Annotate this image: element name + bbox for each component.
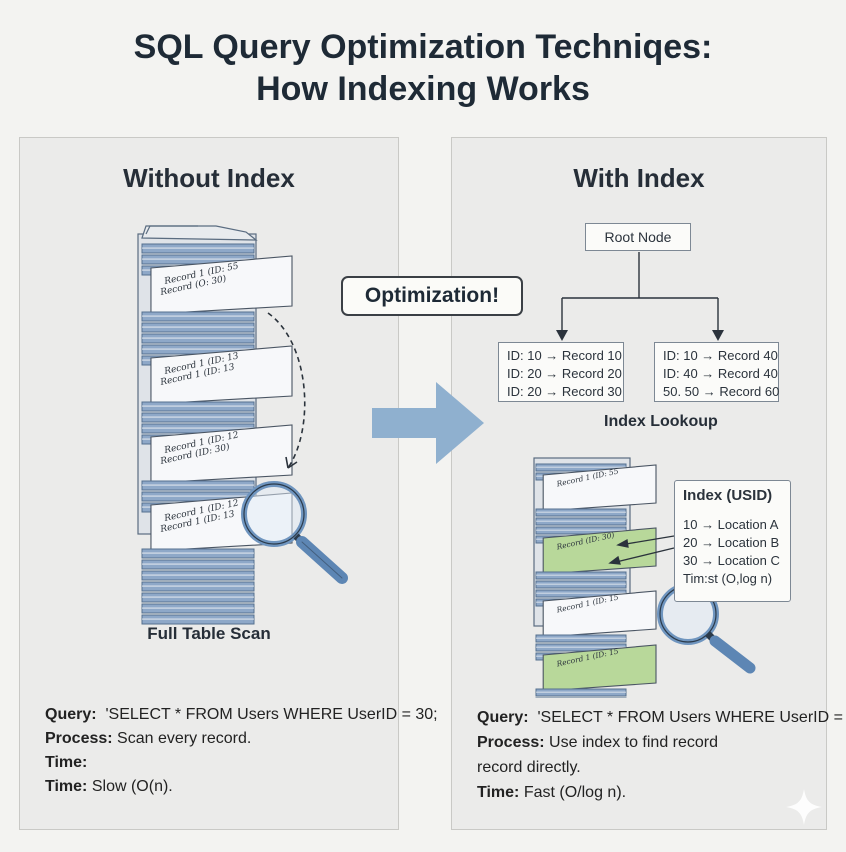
leaf-right-entry: ID: 40 → Record 40 bbox=[663, 366, 778, 381]
index-card-title: Index (USID) bbox=[683, 487, 773, 504]
folder-sheet bbox=[141, 480, 255, 491]
right-query-text: 'SELECT * FROM Users WHERE UserID = 30; bbox=[537, 709, 846, 726]
right-query-label: Query: bbox=[477, 709, 529, 726]
left-time-text: Slow (O(n). bbox=[91, 778, 173, 795]
page-title: SQL Query Optimization Techniqes: How In… bbox=[0, 26, 846, 110]
left-query-label: Query: bbox=[45, 706, 97, 723]
left-time-label-1: Time: bbox=[45, 754, 88, 771]
left-time-label-2: Time: bbox=[45, 778, 88, 795]
folder-sheet bbox=[141, 311, 255, 322]
leaf-right-entry: ID: 10 → Record 40 bbox=[663, 348, 778, 363]
with-index-heading: With Index bbox=[573, 163, 705, 193]
left-query-block: Query: 'SELECT * FROM Users WHERE UserID… bbox=[45, 703, 438, 799]
leaf-node-right: ID: 10 → Record 40 ID: 40 → Record 40 50… bbox=[654, 342, 779, 402]
title-line-2: How Indexing Works bbox=[256, 70, 590, 108]
title-line-1: SQL Query Optimization Techniqes: bbox=[133, 28, 713, 66]
folder-sheet bbox=[141, 333, 255, 344]
index-card-row: 20 → Location B bbox=[683, 535, 780, 550]
left-magnifier-icon bbox=[241, 481, 348, 584]
left-process-text: Scan every record. bbox=[117, 730, 252, 747]
leaf-left-entry: ID: 20 → Record 20 bbox=[507, 366, 622, 381]
index-card-row: 30 → Location C bbox=[683, 553, 780, 568]
folder-sheet bbox=[141, 548, 255, 559]
optimization-callout: Optimization! bbox=[341, 276, 523, 316]
folder-sheet bbox=[535, 634, 627, 643]
left-process-label: Process: bbox=[45, 730, 113, 747]
full-table-scan-label: Full Table Scan bbox=[147, 624, 271, 643]
folder-sheet bbox=[141, 243, 255, 254]
folder-sheet bbox=[141, 592, 255, 603]
optimization-arrow bbox=[372, 382, 484, 464]
leaf-left-entry: ID: 10 → Record 10 bbox=[507, 348, 622, 363]
btree-connectors bbox=[561, 252, 719, 336]
folder-sheet: Record 1 (ID: 15 bbox=[535, 644, 657, 692]
right-process-text-2: record directly. bbox=[477, 759, 581, 776]
folder-sheet bbox=[535, 688, 627, 697]
index-lookup-label: Index Lookoup bbox=[604, 413, 718, 430]
index-card-row: Tim:st (O,log n) bbox=[683, 571, 773, 586]
leaf-right-entry: 50. 50 → Record 60 bbox=[663, 384, 780, 399]
leaf-node-left: ID: 10 → Record 10 ID: 20 → Record 20 ID… bbox=[498, 342, 624, 402]
folder-sheet bbox=[141, 559, 255, 570]
with-index-panel: With Index Record 1 (ID: 55 Record (ID: 3… bbox=[451, 137, 846, 830]
right-process-text: Use index to find record bbox=[549, 734, 719, 751]
folder-sheet bbox=[141, 401, 255, 412]
folder-sheet bbox=[141, 412, 255, 423]
without-index-heading: Without Index bbox=[123, 163, 295, 193]
folder-sheet bbox=[535, 517, 627, 526]
folder-sheet bbox=[141, 581, 255, 592]
folder-sheet bbox=[141, 603, 255, 614]
folder-sheet bbox=[535, 571, 627, 580]
folder-sheet: Record 1 (ID: 55 bbox=[535, 464, 657, 512]
folder-sheet bbox=[141, 614, 255, 625]
right-time-text: Fast (O/log n). bbox=[523, 784, 627, 801]
leaf-left-entry: ID: 20 → Record 30 bbox=[507, 384, 622, 399]
right-folder-stack: Record 1 (ID: 55 Record (ID: 30) Record 1 … bbox=[533, 457, 657, 698]
right-time-label: Time: bbox=[477, 784, 520, 801]
right-process-label: Process: bbox=[477, 734, 545, 751]
sparkle-icon bbox=[786, 789, 822, 825]
folder-sheet: Record (ID: 30) bbox=[535, 527, 657, 575]
index-card: Index (USID) 10 → Location A 20 → Locati… bbox=[674, 480, 791, 602]
right-query-block: Query: 'SELECT * FROM Users WHERE UserID… bbox=[477, 705, 846, 805]
index-card-row: 10 → Location A bbox=[683, 517, 779, 532]
folder-sheet bbox=[535, 508, 627, 517]
folder-sheet: Record 1 (ID: 15 bbox=[535, 590, 657, 638]
root-node: Root Node bbox=[585, 223, 691, 251]
folder-sheet bbox=[141, 322, 255, 333]
folder-sheet bbox=[535, 580, 627, 589]
left-query-text: 'SELECT * FROM Users WHERE UserID = 30; bbox=[105, 706, 438, 723]
folder-sheet bbox=[141, 570, 255, 581]
